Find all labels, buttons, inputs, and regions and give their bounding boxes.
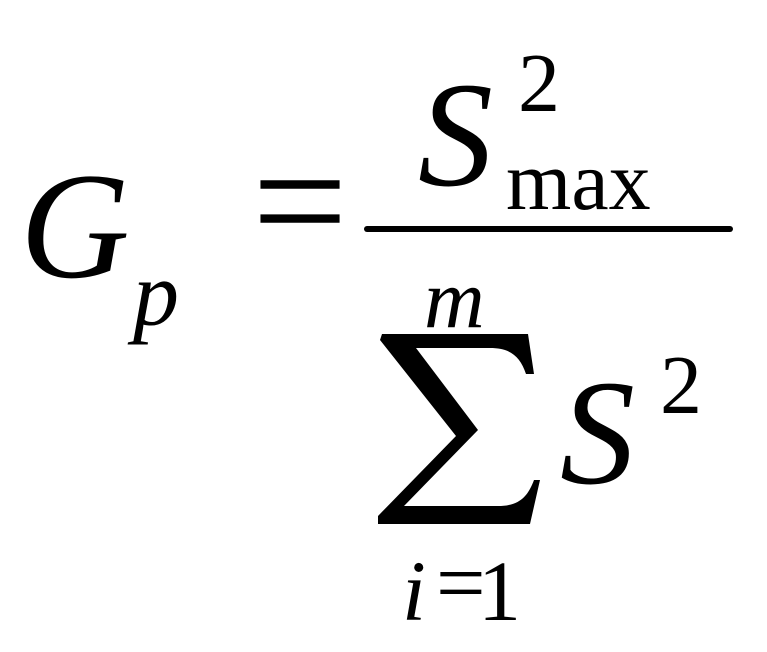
summation-icon (378, 334, 540, 524)
lhs-subscript: p (133, 243, 179, 345)
numerator-superscript: 2 (518, 37, 560, 130)
fraction-bar (364, 226, 733, 232)
sum-upper-limit: m (424, 253, 485, 346)
sum-lower-start: 1 (478, 543, 521, 639)
numerator-symbol: S (418, 52, 493, 218)
lhs-symbol: G (20, 142, 130, 310)
denominator-superscript: 2 (660, 339, 702, 432)
denominator-symbol: S (560, 350, 635, 516)
sum-lower-equals: = (436, 535, 486, 632)
numerator-subscript: max (506, 135, 651, 228)
sum-lower-index: i (402, 543, 426, 639)
equals-sign: = (252, 107, 348, 295)
